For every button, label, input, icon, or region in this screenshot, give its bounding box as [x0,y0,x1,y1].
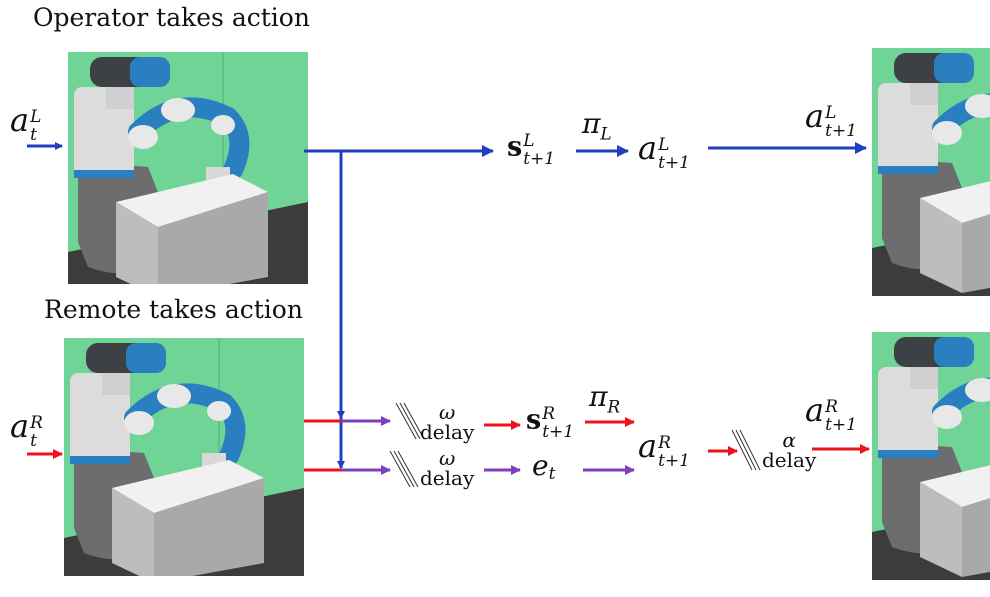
remote-scene-t [64,338,304,576]
operator-scene-t1 [872,48,990,296]
robot-scene-image [64,338,304,576]
robot-scene-image [872,48,990,296]
label-error: et [532,449,556,485]
operator-title: Operator takes action [33,3,310,32]
label-policy-remote: πR [589,380,621,418]
robot-scene-image [68,52,308,284]
robot-scene-image [872,332,990,580]
delay-channel-bottom-icon [389,450,419,488]
label-policy-leader: πL [582,107,612,145]
delay-channel-output-icon [731,429,761,471]
remote-scene-t1 [872,332,990,580]
remote-title: Remote takes action [44,295,303,324]
operator-scene-t [68,52,308,284]
delay-channel-top-icon [395,402,425,440]
